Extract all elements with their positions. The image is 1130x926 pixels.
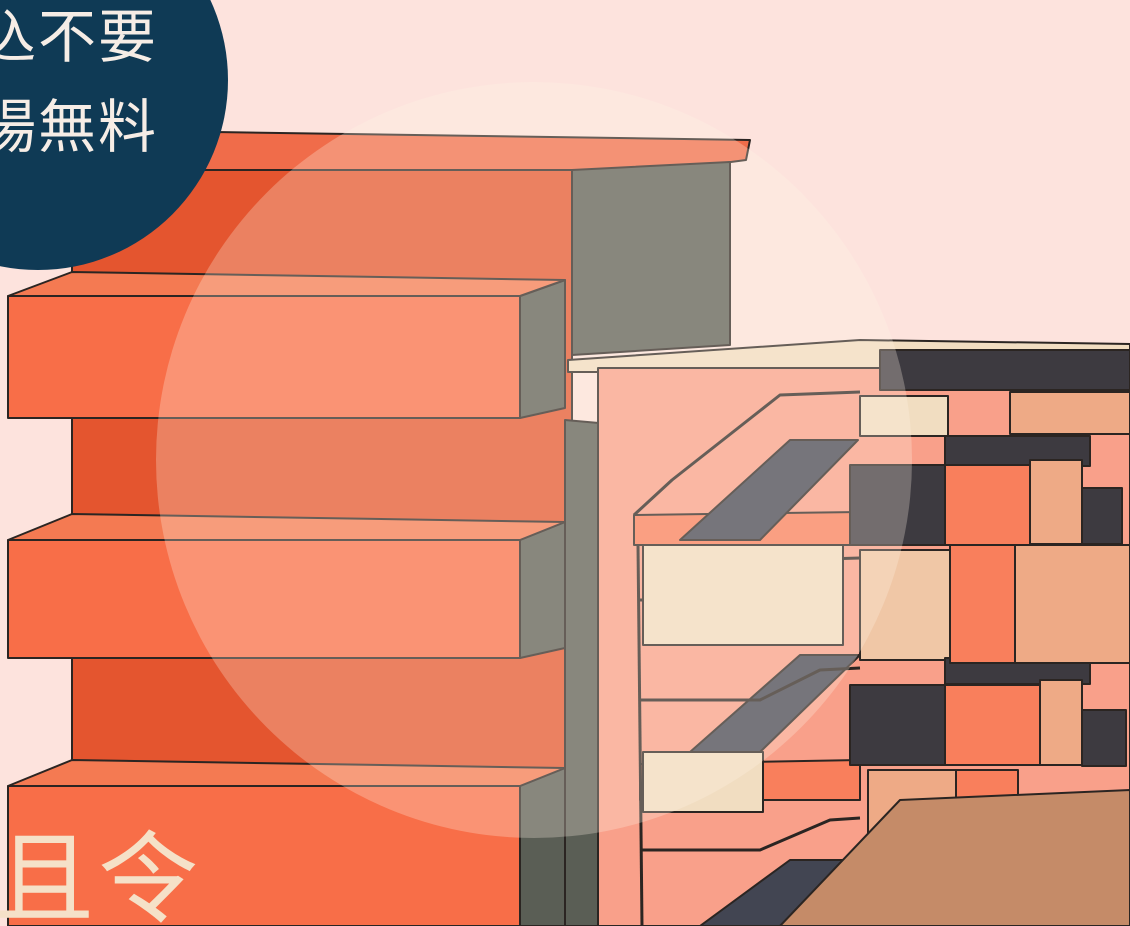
- badge-circle: [0, 0, 228, 270]
- overlay-circle: [156, 82, 912, 838]
- window: [849, 684, 946, 766]
- window: [849, 464, 946, 546]
- ground: [779, 789, 1130, 926]
- facade-panel: [1039, 679, 1083, 766]
- balcony-slab-top: [7, 271, 566, 297]
- facade-panel: [949, 544, 1016, 664]
- facade-panel: [1029, 459, 1083, 545]
- facade-panel: [1014, 544, 1130, 664]
- facade-panel: [1009, 391, 1130, 435]
- facade-panel: [944, 464, 1031, 546]
- window: [1079, 487, 1123, 545]
- cream-panel: [642, 544, 844, 646]
- right-building-upper-band: [879, 349, 1130, 391]
- badge-line-1: 込不要: [0, 3, 159, 71]
- facade-panel: [944, 684, 1041, 766]
- footer-title-text: 且令: [0, 821, 202, 926]
- window: [1081, 709, 1127, 767]
- stair-rail: [640, 666, 861, 702]
- stair-rail: [632, 390, 861, 517]
- stair-rail: [640, 816, 861, 852]
- badge-line-2: 場無料: [0, 93, 159, 161]
- cream-panel: [642, 751, 764, 813]
- cream-panel: [859, 549, 951, 661]
- stair-flight: [679, 439, 859, 541]
- frame-line: [636, 544, 644, 926]
- cream-panel: [859, 395, 949, 437]
